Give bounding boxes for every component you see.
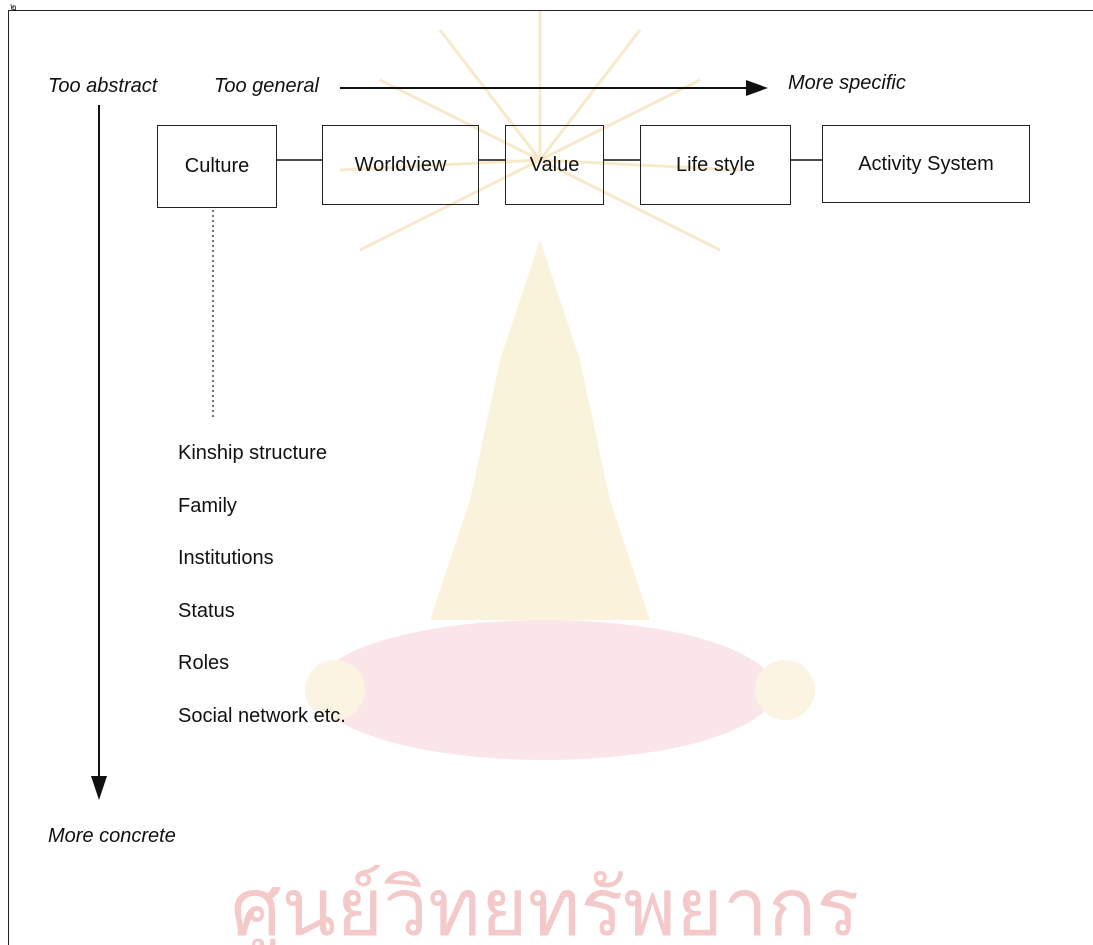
list-item: Social network etc. xyxy=(178,705,346,727)
list-item: Kinship structure xyxy=(178,442,327,464)
box-culture: Culture xyxy=(157,125,277,208)
concrete-axis-arrowhead xyxy=(91,776,107,800)
list-item: Status xyxy=(178,600,235,622)
diagram-frame xyxy=(8,10,1093,945)
specific-axis-arrowhead xyxy=(746,80,768,96)
list-item: Institutions xyxy=(178,547,274,569)
corner-mark: ๒ xyxy=(10,2,17,13)
too-general-label: Too general xyxy=(214,75,319,97)
box-worldview: Worldview xyxy=(322,125,479,205)
list-item: Family xyxy=(178,495,237,517)
more-concrete-label: More concrete xyxy=(48,825,176,847)
box-value: Value xyxy=(505,125,604,205)
box-activity-system: Activity System xyxy=(822,125,1030,203)
box-life-style: Life style xyxy=(640,125,791,205)
list-item: Roles xyxy=(178,652,230,674)
more-specific-label: More specific xyxy=(788,72,906,94)
too-abstract-label: Too abstract xyxy=(48,75,158,97)
